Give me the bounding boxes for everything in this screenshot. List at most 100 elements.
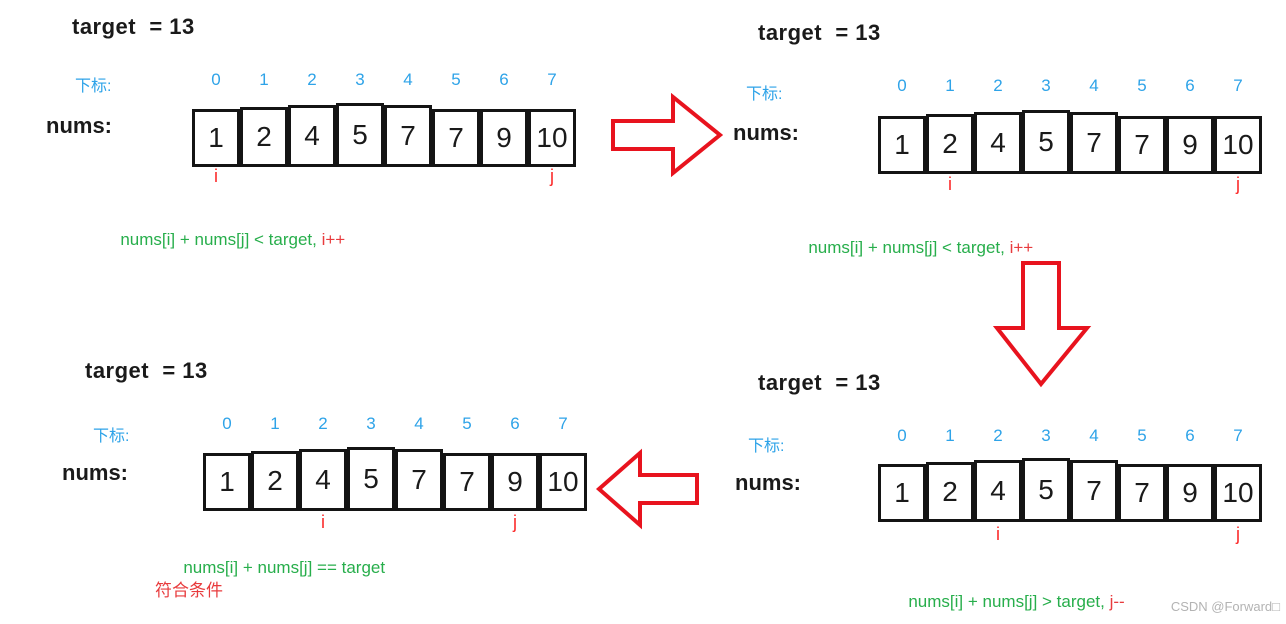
index-number: 1 — [270, 414, 280, 433]
array-cell: 7 — [1118, 116, 1166, 174]
i-pointer: i — [948, 174, 952, 194]
index-number: 4 — [1089, 76, 1099, 95]
array-cell: 7 — [1070, 460, 1118, 522]
index-number: 5 — [451, 70, 461, 89]
index-number: 4 — [403, 70, 413, 89]
pointer-slot — [203, 512, 251, 533]
array-cell: 7 — [1070, 112, 1118, 174]
array-cell: 4 — [288, 105, 336, 167]
pointer-slot — [347, 512, 395, 533]
index-number: 3 — [366, 414, 376, 433]
condition-text: nums[i] + nums[j] < target, i++ — [780, 218, 1033, 278]
index-number: 4 — [1089, 426, 1099, 445]
index-number: 6 — [1185, 426, 1195, 445]
condition-green: nums[i] + nums[j] < target, — [808, 238, 1005, 257]
pointer-slot — [539, 512, 587, 533]
index-number: 2 — [307, 70, 317, 89]
array-cell: 10 — [539, 453, 587, 511]
watermark: CSDN @Forward□ — [1170, 599, 1280, 614]
pointer-slot — [878, 524, 926, 545]
index-number: 5 — [1137, 76, 1147, 95]
array-cell: 5 — [1022, 110, 1070, 174]
pointer-slot — [336, 166, 384, 187]
right-arrow-icon — [610, 93, 723, 177]
result-text: 符合条件 — [155, 581, 223, 600]
index-row-label: 下标: — [746, 86, 783, 103]
index-number: 1 — [945, 76, 955, 95]
array-cell: 10 — [1214, 116, 1262, 174]
array-cell: 7 — [443, 453, 491, 511]
target-text: target = 13 — [758, 370, 881, 395]
pointer-slot — [1022, 174, 1070, 195]
array-cell: 2 — [240, 107, 288, 167]
nums-label: nums: — [46, 113, 112, 138]
array-cell: 9 — [491, 453, 539, 511]
condition-red: i++ — [1004, 238, 1034, 257]
index-number: 6 — [1185, 76, 1195, 95]
pointer-slot — [974, 174, 1022, 195]
array-cell: 1 — [878, 464, 926, 522]
array-cell: 4 — [299, 449, 347, 511]
index-number: 0 — [897, 76, 907, 95]
left-arrow-icon — [595, 448, 700, 530]
condition-text: nums[i] + nums[j] > target, j-- — [880, 572, 1125, 624]
index-row-label: 下标: — [93, 428, 130, 445]
array-cell: 2 — [251, 451, 299, 511]
array-cell: 9 — [1166, 116, 1214, 174]
pointer-slot — [395, 512, 443, 533]
pointer-slot — [443, 512, 491, 533]
index-number: 6 — [499, 70, 509, 89]
array-cell: 2 — [926, 114, 974, 174]
condition-red: i++ — [316, 230, 346, 249]
index-number: 7 — [547, 70, 557, 89]
array-cell: 1 — [192, 109, 240, 167]
i-pointer: i — [214, 166, 218, 186]
index-number: 7 — [1233, 426, 1243, 445]
index-number: 3 — [1041, 76, 1051, 95]
array-cell: 10 — [528, 109, 576, 167]
condition-red: j-- — [1104, 592, 1125, 611]
index-number: 1 — [259, 70, 269, 89]
condition-text: nums[i] + nums[j] < target, i++ — [92, 210, 345, 270]
target-text: target = 13 — [758, 20, 881, 45]
index-number: 3 — [1041, 426, 1051, 445]
array-cell: 9 — [480, 109, 528, 167]
array-cell: 9 — [1166, 464, 1214, 522]
j-pointer: j — [513, 512, 517, 532]
condition-text: nums[i] + nums[j] == target — [155, 538, 385, 598]
index-number: 0 — [897, 426, 907, 445]
pointer-slot — [432, 166, 480, 187]
index-number: 2 — [318, 414, 328, 433]
i-pointer: i — [321, 512, 325, 532]
pointer-slot — [480, 166, 528, 187]
index-number: 3 — [355, 70, 365, 89]
array-cell: 5 — [347, 447, 395, 511]
pointer-slot — [1070, 524, 1118, 545]
pointer-slot — [926, 524, 974, 545]
index-number: 5 — [1137, 426, 1147, 445]
array-cell: 10 — [1214, 464, 1262, 522]
index-number: 7 — [1233, 76, 1243, 95]
array-cell: 7 — [395, 449, 443, 511]
array-cell: 1 — [203, 453, 251, 511]
array-cell: 1 — [878, 116, 926, 174]
nums-label: nums: — [62, 460, 128, 485]
array-cell: 4 — [974, 112, 1022, 174]
pointer-slot — [1118, 174, 1166, 195]
index-number: 1 — [945, 426, 955, 445]
j-pointer: j — [550, 166, 554, 186]
pointer-slot — [384, 166, 432, 187]
pointer-slot — [1166, 174, 1214, 195]
